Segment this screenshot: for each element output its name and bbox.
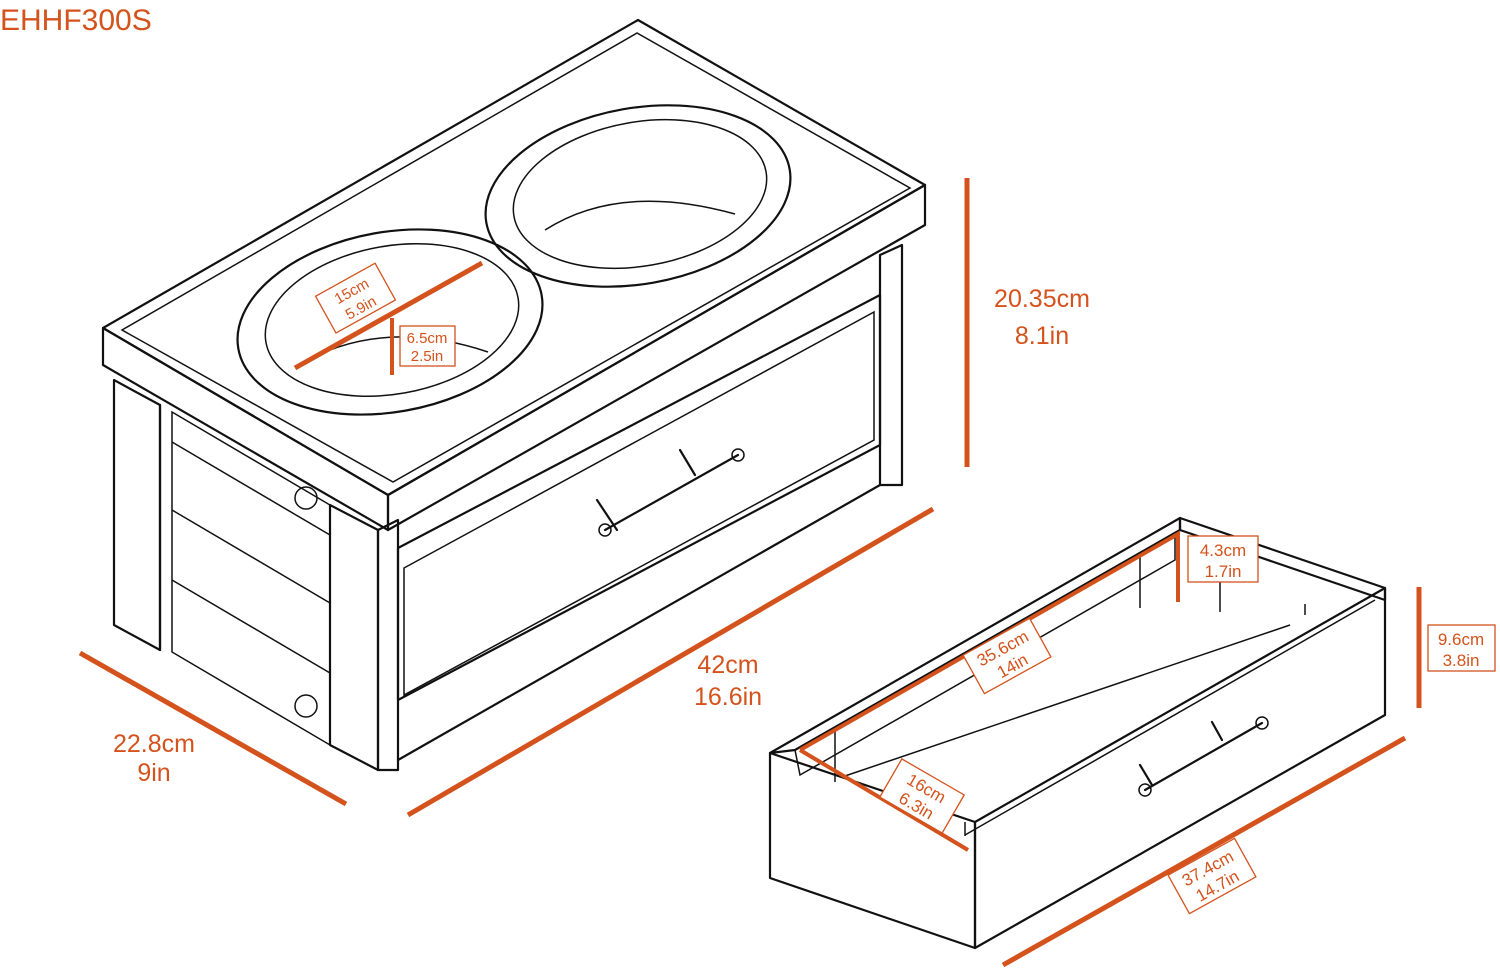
feeder-stand (101, 18, 927, 772)
bowl-depth-in: 2.5in (411, 348, 444, 365)
drawer-height-label: 9.6cm 3.8in (1427, 624, 1496, 672)
drawer-length-label: 37.4cm 14.7in (1167, 837, 1257, 915)
length-cm: 42cm (697, 651, 758, 679)
height-in: 8.1in (1015, 322, 1069, 350)
drawer-height-cm: 9.6cm (1438, 630, 1484, 649)
drawer-inner-height-in: 1.7in (1205, 562, 1242, 581)
drawer-height-in: 3.8in (1443, 651, 1480, 670)
height-cm: 20.35cm (994, 285, 1090, 313)
dimension-lines (78, 178, 1422, 968)
depth-in: 9in (137, 759, 170, 787)
drawer-inner-height-cm: 4.3cm (1200, 541, 1246, 560)
depth-cm: 22.8cm (113, 730, 195, 758)
model-label: EHHF300S (0, 4, 152, 37)
drawer-inner-height-label: 4.3cm 1.7in (1187, 535, 1259, 583)
drawer-inner-depth-label: 16cm 6.3in (878, 758, 966, 834)
drawer (768, 516, 1387, 950)
length-in: 16.6in (694, 683, 762, 711)
bowl-diameter-label: 15cm 5.9in (314, 262, 397, 334)
bowl-depth-cm: 6.5cm (407, 330, 448, 347)
bowl-depth-label: 6.5cm 2.5in (399, 325, 456, 367)
